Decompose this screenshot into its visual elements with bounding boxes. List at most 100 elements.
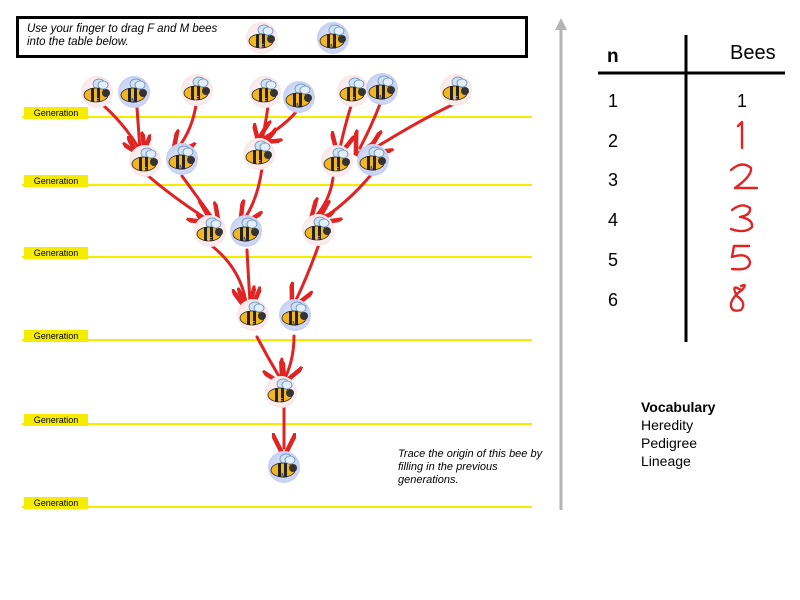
generation-line: [22, 423, 532, 425]
bee-letter: F: [259, 44, 265, 51]
table-cell-n: 2: [608, 131, 619, 151]
bee-letter: F: [207, 237, 213, 244]
bee-icon: [270, 453, 297, 478]
female-bee[interactable]: F: [249, 76, 281, 108]
bee-letter: F: [256, 160, 262, 167]
female-bee[interactable]: F: [337, 75, 369, 107]
bee-icon: [359, 146, 386, 171]
bee-letter: F: [278, 398, 284, 405]
male-bee[interactable]: M: [230, 215, 262, 247]
bee-icon: [183, 76, 210, 101]
bee-letter: M: [281, 473, 287, 480]
bee-icon: [285, 83, 312, 108]
generation-label: Generation: [24, 107, 88, 119]
female-bee[interactable]: F: [237, 299, 269, 331]
bee-letter: M: [379, 95, 385, 102]
generation-label: Generation: [24, 414, 88, 426]
bee-letter: M: [179, 165, 185, 172]
bee-icon: [304, 216, 331, 241]
vocabulary-panel: Vocabulary Heredity Pedigree Lineage: [641, 398, 715, 470]
male-bee[interactable]: M: [283, 81, 315, 113]
male-bee[interactable]: M: [166, 143, 198, 175]
table-cell-bees: 3: [737, 206, 747, 227]
draggable-female-bee[interactable]: F: [246, 22, 278, 54]
bee-icon: [323, 147, 350, 172]
bee-icon: [245, 140, 272, 165]
generation-line: [22, 116, 532, 118]
bee-icon: [120, 78, 147, 103]
pedigree-arrows: [102, 102, 456, 520]
bee-letter: F: [194, 96, 200, 103]
bee-icon: [131, 147, 158, 172]
female-bee[interactable]: F: [194, 215, 226, 247]
bee-icon: [251, 78, 278, 103]
male-bee[interactable]: M: [366, 73, 398, 105]
bee-letter: F: [315, 236, 321, 243]
bee-icon: [248, 24, 275, 49]
table-header-bees: Bees: [730, 42, 776, 64]
male-bee[interactable]: M: [279, 299, 311, 331]
table-cell-n: 6: [608, 290, 619, 310]
bee-icon: [168, 145, 195, 170]
generation-label: Generation: [24, 497, 88, 509]
table-cell-n: 1: [608, 91, 619, 111]
generation-label: Generation: [24, 175, 88, 187]
female-bee[interactable]: F: [243, 138, 275, 170]
generation-label: Generation: [24, 247, 88, 259]
table-cell-n: 4: [608, 210, 619, 230]
female-bee[interactable]: F: [440, 74, 472, 106]
table-cell-n: 5: [608, 250, 619, 270]
vocabulary-word: Lineage: [641, 453, 691, 469]
bee-letter: M: [292, 321, 298, 328]
bee-letter: F: [453, 96, 459, 103]
origin-male-bee[interactable]: M: [268, 451, 300, 483]
table-cell-n: 3: [608, 170, 619, 190]
generation-line: [22, 256, 532, 258]
table-cell-bees: 2: [737, 166, 747, 187]
female-bee[interactable]: F: [302, 214, 334, 246]
draggable-male-bee[interactable]: M: [317, 22, 349, 54]
bee-icon: [196, 217, 223, 242]
table-cell-bees: 1: [737, 125, 747, 146]
vocabulary-word: Pedigree: [641, 435, 698, 451]
bee-letter: M: [330, 44, 336, 51]
bee-icon: [368, 75, 395, 100]
female-bee[interactable]: F: [321, 145, 353, 177]
bee-icon: [319, 24, 346, 49]
female-bee[interactable]: F: [129, 145, 161, 177]
female-bee[interactable]: F: [265, 376, 297, 408]
bee-icon: [267, 378, 294, 403]
generation-label: Generation: [24, 330, 88, 342]
bee-letter: F: [142, 167, 148, 174]
bee-icon: [442, 76, 469, 101]
male-bee[interactable]: M: [357, 144, 389, 176]
generation-line: [22, 506, 532, 508]
male-bee[interactable]: M: [118, 76, 150, 108]
bee-letter: M: [370, 166, 376, 173]
bee-icon: [339, 77, 366, 102]
female-bee[interactable]: F: [181, 74, 213, 106]
trace-note: Trace the origin of this bee by filling …: [398, 448, 543, 486]
bee-letter: M: [131, 98, 137, 105]
bee-letter: F: [250, 321, 256, 328]
bee-icon: [281, 301, 308, 326]
instruction-text: Use your finger to drag F and M bees int…: [27, 23, 218, 48]
bee-letter: M: [296, 103, 302, 110]
vocabulary-word: Heredity: [641, 417, 694, 433]
bee-letter: F: [334, 167, 340, 174]
bee-icon: [83, 78, 110, 103]
table-cell-bees: 5: [737, 246, 747, 267]
bee-letter: F: [94, 98, 100, 105]
table-cell-bees: 1: [737, 91, 748, 111]
generation-line: [22, 339, 532, 341]
bee-icon: [239, 301, 266, 326]
instruction-box: Use your finger to drag F and M bees int…: [16, 16, 528, 58]
vocabulary-title: Vocabulary: [641, 399, 716, 415]
bee-letter: F: [350, 97, 356, 104]
bee-icon: [232, 217, 259, 242]
table-header-n: n: [607, 46, 619, 67]
bee-letter: M: [243, 237, 249, 244]
bee-letter: F: [262, 98, 268, 105]
table-cell-bees: 8: [737, 286, 747, 307]
female-bee[interactable]: F: [81, 76, 113, 108]
